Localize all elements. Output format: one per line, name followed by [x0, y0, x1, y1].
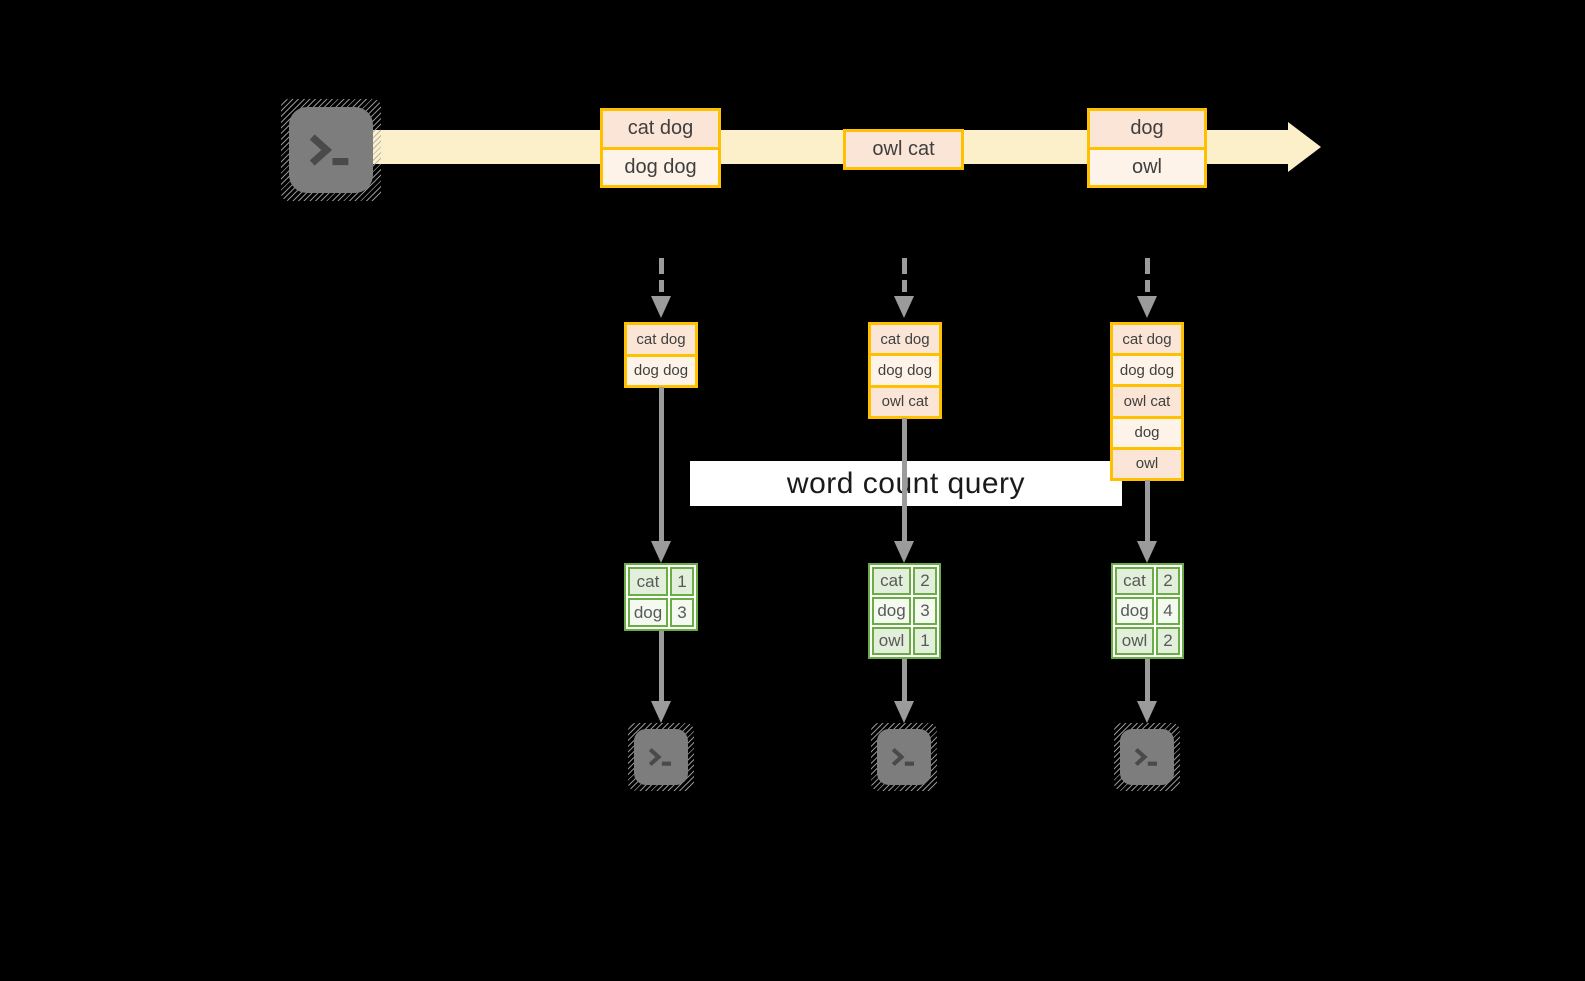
word-cell: dog [628, 598, 668, 627]
word-cell: cat [1115, 567, 1154, 595]
word-cell: owl [872, 627, 911, 655]
word-cell: dog [872, 597, 911, 625]
word-cell: dog [1115, 597, 1154, 625]
record-line: cat dog [871, 325, 939, 354]
record-line: owl cat [1113, 387, 1181, 416]
count-cell: 2 [1156, 627, 1180, 655]
record-line: owl [1113, 449, 1181, 479]
arrow-down-icon [651, 541, 671, 563]
count-cell: 2 [1156, 567, 1180, 595]
arrow-down-icon [894, 541, 914, 563]
received-records-1: cat dog dog dog [624, 322, 698, 388]
arrow-down-icon [894, 701, 914, 723]
batch-line: cat dog [603, 111, 718, 147]
dashed-arrow-3 [1144, 258, 1150, 274]
terminal-body [877, 729, 931, 785]
stream-batch-2: owl cat [843, 129, 964, 170]
terminal-body [634, 729, 688, 785]
count-cell: 1 [670, 567, 694, 596]
count-table-2: cat 2 dog 3 owl 1 [868, 563, 941, 659]
batch-line: dog [1090, 111, 1204, 147]
count-cell: 1 [913, 627, 937, 655]
arrow-down-icon [1137, 541, 1157, 563]
count-cell: 3 [913, 597, 937, 625]
dashed-arrow-3 [1144, 280, 1150, 292]
dashed-arrow-1 [658, 280, 664, 292]
record-line: dog dog [871, 356, 939, 385]
sink-arrow-3 [1144, 659, 1150, 701]
arrow-down-icon [894, 296, 914, 318]
terminal-sink-icon-1 [628, 723, 694, 791]
terminal-source-icon [281, 99, 381, 201]
query-arrow-2 [901, 418, 907, 541]
terminal-body [289, 107, 373, 193]
word-cell: cat [872, 567, 911, 595]
count-table-3: cat 2 dog 4 owl 2 [1111, 563, 1184, 659]
word-cell: cat [628, 567, 668, 596]
batch-line: dog dog [603, 149, 718, 185]
stream-batch-3: dog owl [1087, 108, 1207, 188]
stream-batch-1: cat dog dog dog [600, 108, 721, 188]
terminal-sink-icon-3 [1114, 723, 1180, 791]
record-line: dog [1113, 418, 1181, 447]
dashed-arrow-2 [901, 280, 907, 292]
arrow-down-icon [651, 701, 671, 723]
query-arrow-3 [1144, 480, 1150, 541]
received-records-3: cat dog dog dog owl cat dog owl [1110, 322, 1184, 481]
record-line: dog dog [1113, 356, 1181, 385]
dashed-arrow-2 [901, 258, 907, 274]
record-line: owl cat [871, 387, 939, 416]
arrow-down-icon [1137, 701, 1157, 723]
query-arrow-1 [658, 387, 664, 541]
terminal-body [1120, 729, 1174, 785]
count-cell: 4 [1156, 597, 1180, 625]
batch-line: owl cat [846, 132, 961, 167]
arrow-down-icon [1137, 296, 1157, 318]
record-line: cat dog [1113, 325, 1181, 354]
arrow-down-icon [651, 296, 671, 318]
terminal-sink-icon-2 [871, 723, 937, 791]
stream-arrow-head-icon [1288, 122, 1321, 172]
record-line: dog dog [627, 356, 695, 385]
count-table-1: cat 1 dog 3 [624, 563, 698, 631]
record-line: cat dog [627, 325, 695, 354]
sink-arrow-2 [901, 659, 907, 701]
dashed-arrow-1 [658, 258, 664, 274]
sink-arrow-1 [658, 631, 664, 701]
batch-line: owl [1090, 149, 1204, 185]
count-cell: 3 [670, 598, 694, 627]
count-cell: 2 [913, 567, 937, 595]
word-cell: owl [1115, 627, 1154, 655]
received-records-2: cat dog dog dog owl cat [868, 322, 942, 419]
